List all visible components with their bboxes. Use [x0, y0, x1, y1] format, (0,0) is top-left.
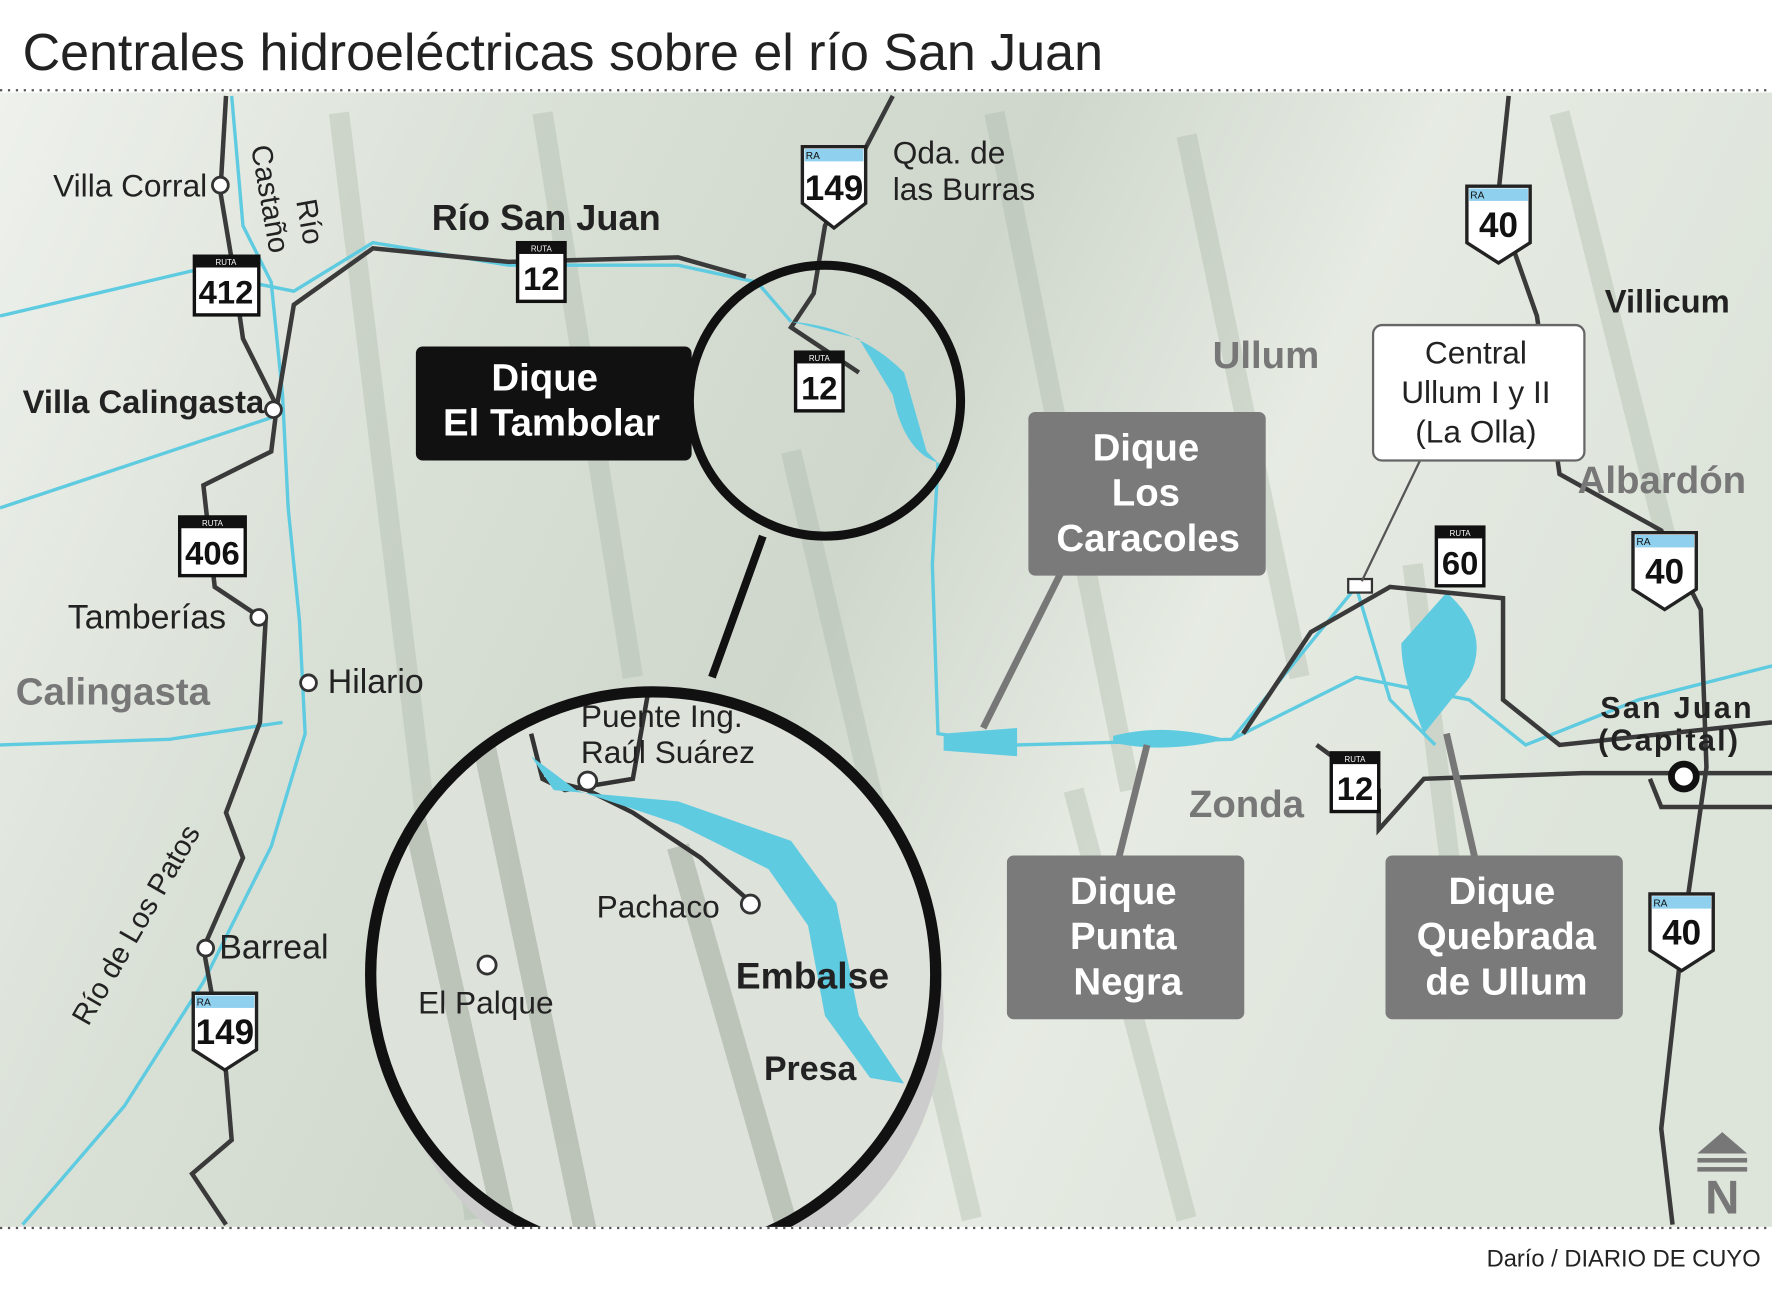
tambolar-reservoir-small — [791, 321, 938, 463]
svg-text:RUTA: RUTA — [216, 258, 238, 267]
map-title: Centrales hidroeléctricas sobre el río S… — [23, 24, 1103, 82]
rio-de-los-patos — [21, 95, 307, 1226]
svg-text:RA: RA — [1470, 191, 1484, 202]
svg-text:RA: RA — [197, 998, 211, 1009]
shield-ruta-12c: RUTA 12 — [1329, 751, 1381, 814]
san-juan-capital-marker — [1668, 760, 1700, 793]
label-el-palque: El Palque — [418, 985, 553, 1021]
svg-text:Central: Central — [1425, 334, 1527, 370]
svg-text:(La Olla): (La Olla) — [1415, 413, 1536, 449]
svg-text:RA: RA — [806, 151, 820, 162]
svg-text:RUTA: RUTA — [1345, 755, 1367, 764]
svg-text:12: 12 — [1337, 770, 1373, 807]
label-pachaco: Pachaco — [597, 889, 720, 925]
label-qda-2: las Burras — [893, 171, 1035, 207]
svg-text:Dique: Dique — [491, 357, 598, 400]
svg-text:40: 40 — [1662, 914, 1701, 953]
shield-ra-40c: RA 40 — [1648, 892, 1715, 973]
reservoir-punta-negra — [1113, 729, 1227, 748]
central-ullum-label: Central Ullum I y II (La Olla) — [1371, 323, 1586, 462]
route-shields-national: RA 149 RA 40 RA 40 RA 40 — [191, 145, 1715, 1073]
shield-ruta-60: RUTA 60 — [1434, 525, 1486, 588]
label-rio-san-juan: Río San Juan — [432, 197, 661, 238]
svg-text:60: 60 — [1442, 545, 1478, 582]
svg-text:RUTA: RUTA — [1450, 529, 1472, 538]
label-san-juan-2: (Capital) — [1598, 724, 1740, 758]
label-ullum: Ullum — [1213, 334, 1320, 377]
label-presa: Presa — [764, 1050, 858, 1088]
svg-text:RA: RA — [1653, 898, 1667, 909]
svg-text:Dique: Dique — [1449, 870, 1556, 913]
svg-text:N: N — [1705, 1171, 1739, 1224]
svg-text:Dique: Dique — [1093, 427, 1200, 470]
callout-lines — [980, 568, 1479, 859]
reservoir-quebrada-ullum — [1401, 592, 1477, 734]
shield-ra-40b: RA 40 — [1631, 531, 1698, 612]
svg-text:RUTA: RUTA — [202, 519, 224, 528]
svg-text:406: 406 — [185, 534, 240, 571]
label-qda-1: Qda. de — [893, 135, 1006, 171]
label-villicum: Villicum — [1605, 283, 1730, 320]
svg-text:149: 149 — [805, 169, 863, 208]
central-marker — [1347, 577, 1374, 594]
svg-text:Negra: Negra — [1073, 960, 1182, 1003]
shield-ruta-406: RUTA 406 — [177, 515, 247, 578]
zoom-circle-large — [365, 686, 942, 1227]
label-villa-calingasta: Villa Calingasta — [23, 383, 265, 420]
svg-text:Quebrada: Quebrada — [1417, 915, 1597, 958]
reservoir-caracoles — [943, 728, 1018, 757]
label-villa-corral: Villa Corral — [53, 167, 207, 203]
svg-text:Punta: Punta — [1070, 915, 1177, 958]
route-shields-provincial: RUTA 412 RUTA 12 RUTA 12 RUTA 406 RUTA — [177, 240, 1486, 814]
label-hilario: Hilario — [328, 663, 424, 701]
shield-ra-149a: RA 149 — [800, 145, 868, 231]
central-callout-line — [1360, 456, 1423, 582]
zoom-connector — [708, 534, 767, 679]
dam-label-quebrada-ullum: Dique Quebrada de Ullum — [1385, 855, 1623, 1020]
north-arrow-icon: N — [1697, 1132, 1748, 1224]
svg-text:40: 40 — [1479, 206, 1518, 245]
label-albardon: Albardón — [1578, 459, 1747, 502]
label-zonda: Zonda — [1189, 783, 1305, 826]
credit: Darío / DIARIO DE CUYO — [1487, 1246, 1761, 1272]
svg-text:40: 40 — [1645, 553, 1684, 592]
label-puente-2: Raúl Suárez — [581, 734, 755, 770]
dam-label-caracoles: Dique Los Caracoles — [1028, 411, 1266, 576]
map-area: Dique El Tambolar Dique Los Caracoles Di… — [0, 92, 1772, 1227]
svg-text:El Tambolar: El Tambolar — [443, 402, 660, 445]
shield-ruta-412: RUTA 412 — [192, 254, 261, 317]
town-markers — [196, 175, 318, 958]
svg-text:RUTA: RUTA — [531, 245, 553, 254]
dam-label-tambolar: Dique El Tambolar — [415, 346, 692, 461]
shield-ra-40a: RA 40 — [1465, 184, 1532, 265]
svg-text:Ullum I y II: Ullum I y II — [1401, 374, 1550, 410]
svg-text:Caracoles: Caracoles — [1056, 517, 1240, 560]
label-san-juan-1: San Juan — [1600, 691, 1754, 725]
shield-ruta-12a: RUTA 12 — [515, 240, 567, 304]
dam-label-punta-negra: Dique Punta Negra — [1006, 855, 1245, 1020]
label-calingasta: Calingasta — [16, 670, 211, 713]
label-puente-1: Puente Ing. — [581, 698, 743, 734]
svg-text:de Ullum: de Ullum — [1425, 960, 1587, 1003]
svg-text:Los: Los — [1112, 472, 1180, 515]
zoom-markers — [476, 770, 761, 976]
svg-text:412: 412 — [199, 274, 254, 311]
label-barreal: Barreal — [219, 928, 328, 966]
svg-text:12: 12 — [523, 260, 559, 297]
svg-text:RUTA: RUTA — [809, 354, 831, 363]
label-rio-castano-1: Río — [289, 196, 329, 247]
label-tamberias: Tamberías — [68, 599, 226, 637]
shield-ra-149b: RA 149 — [191, 991, 259, 1073]
shield-ruta-12b: RUTA 12 — [793, 350, 845, 413]
label-embalse: Embalse — [736, 955, 889, 997]
svg-text:RA: RA — [1636, 537, 1650, 548]
svg-text:Dique: Dique — [1070, 870, 1177, 913]
svg-text:149: 149 — [196, 1013, 254, 1052]
svg-text:12: 12 — [801, 370, 837, 407]
